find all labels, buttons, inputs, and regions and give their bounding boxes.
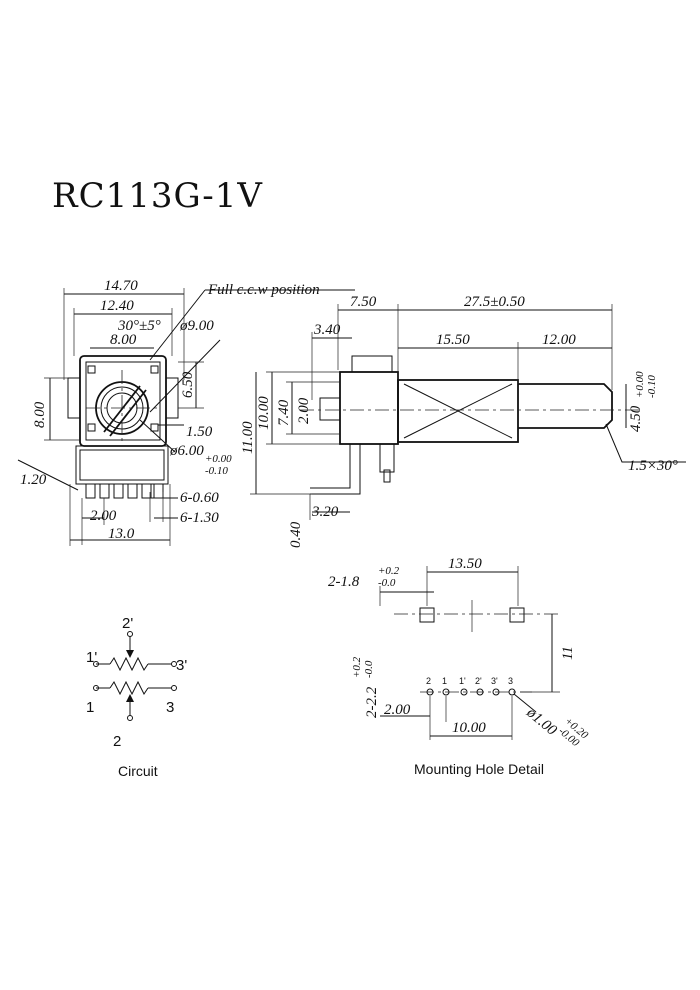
dim-8-00-top: 8.00 — [110, 332, 137, 348]
front-view: 14.70 12.40 8.00 30°±5° ø9.00 Full c.c.w… — [17, 278, 355, 546]
pin-label-2prime: 2' — [475, 676, 482, 686]
dim-0-40: 0.40 — [288, 521, 304, 548]
dim-3-20: 3.20 — [311, 504, 339, 520]
part-number-title: RC113G-1V — [52, 176, 263, 216]
dim-3-40: 3.40 — [313, 322, 341, 338]
dim-10-00-mount: 10.00 — [452, 720, 486, 736]
hole-dia-label: ø1.00 — [523, 704, 560, 739]
dim-14-70: 14.70 — [104, 278, 138, 294]
slot-tol-dn: -0.0 — [378, 577, 396, 589]
slot2-tol-up: +0.2 — [351, 656, 363, 678]
dim-13-0: 13.0 — [108, 526, 135, 542]
circuit-label-2: 2 — [113, 733, 121, 750]
angle-label: 30°±5° — [117, 318, 161, 334]
dim-12-40: 12.40 — [100, 298, 134, 314]
circuit-label-2prime: 2' — [122, 615, 133, 632]
dia-6-tol-up: +0.00 — [205, 453, 232, 465]
dim-1-50: 1.50 — [186, 424, 213, 440]
pin-label-3: 3 — [508, 676, 513, 686]
slot-tol-up: +0.2 — [378, 565, 400, 577]
dim-7-50: 7.50 — [350, 294, 377, 310]
dim-11: 11 — [560, 646, 576, 660]
mounting-caption: Mounting Hole Detail — [414, 761, 544, 777]
circuit-label-1prime: 1' — [86, 649, 97, 666]
chamfer-label: 1.5×30° — [628, 458, 678, 474]
circuit-caption: Circuit — [118, 763, 158, 779]
pin-label-2: 2 — [426, 676, 431, 686]
slot2-tol-dn: -0.0 — [363, 660, 375, 678]
pin-label-1: 1 — [442, 676, 447, 686]
dim-1-20: 1.20 — [20, 472, 47, 488]
dia-9-label: ø9.00 — [179, 318, 214, 334]
dim-2-00-mount: 2.00 — [384, 702, 411, 718]
mounting-hole-detail: 13.50 2-1.8 +0.2 -0.0 11 2-2.2 +0.2 -0.0… — [328, 556, 591, 777]
dia-6-label: ø6.00 — [169, 443, 204, 459]
dia-6-tol-dn: -0.10 — [205, 465, 228, 477]
dim-10-00: 10.00 — [256, 396, 272, 430]
shaft-tol-up: +0.00 — [634, 371, 646, 398]
dim-2-00-side: 2.00 — [296, 397, 312, 424]
dim-27-5: 27.5±0.50 — [464, 294, 525, 310]
dim-6-50: 6.50 — [180, 371, 196, 398]
dim-12-00: 12.00 — [542, 332, 576, 348]
dim-15-50: 15.50 — [436, 332, 470, 348]
dim-13-50: 13.50 — [448, 556, 482, 572]
shaft-tol-dn: -0.10 — [646, 375, 658, 398]
circuit-label-1: 1 — [86, 699, 94, 716]
side-view: 7.50 27.5±0.50 3.40 15.50 12.00 1.5×30° … — [240, 294, 686, 548]
slot-label: 2-1.8 — [328, 574, 360, 590]
circuit-label-3prime: 3' — [176, 657, 187, 674]
dim-8-00-left: 8.00 — [32, 401, 48, 428]
dim-6-1-30: 6-1.30 — [180, 510, 219, 526]
shaft-dia-label: 4.50 — [628, 405, 644, 432]
dim-6-0-60: 6-0.60 — [180, 490, 219, 506]
circuit-diagram: 2' 1' 3' 1 3 2 Circuit — [86, 615, 187, 779]
dim-2-00: 2.00 — [90, 508, 117, 524]
slot2-label: 2-2.2 — [364, 686, 380, 718]
pin-label-3prime: 3' — [491, 676, 498, 686]
ccw-note: Full c.c.w position — [207, 282, 320, 298]
circuit-label-3: 3 — [166, 699, 174, 716]
dim-7-40: 7.40 — [276, 399, 292, 426]
dim-11-00: 11.00 — [240, 421, 256, 454]
pin-label-1prime: 1' — [459, 676, 466, 686]
